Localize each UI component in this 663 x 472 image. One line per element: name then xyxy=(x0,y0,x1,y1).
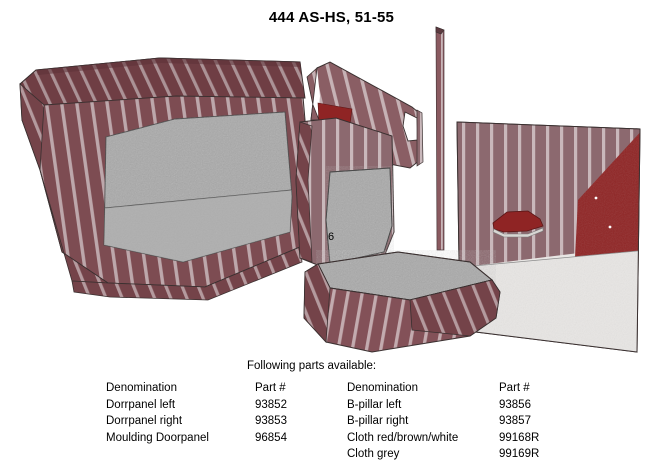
table-row: 93856 xyxy=(499,398,531,411)
right-partnumber-column: Part # 93856 93857 99168R 99169R xyxy=(499,380,579,463)
parts-illustration: 6 xyxy=(19,26,641,353)
column-header: Denomination xyxy=(106,382,177,394)
table-row: B-pillar right xyxy=(347,415,409,427)
page-title: 444 AS-HS, 51-55 xyxy=(268,9,395,26)
table-row: 93853 xyxy=(255,415,287,427)
table-row: Dorrpanel left xyxy=(106,398,176,411)
table-row: 93857 xyxy=(499,415,531,427)
column-header: Part # xyxy=(499,382,530,394)
door-panel-left xyxy=(19,57,306,301)
seat-cushion xyxy=(303,250,501,353)
table-row: 99169R xyxy=(499,448,540,460)
table-row: 93852 xyxy=(255,398,287,411)
table-row: 96854 xyxy=(255,431,287,444)
table-row: B-pillar left xyxy=(347,398,402,411)
illustration-svg xyxy=(19,26,641,353)
table-row: 99168R xyxy=(499,431,540,444)
left-denomination-column: Denomination Dorrpanel left Dorrpanel ri… xyxy=(106,380,256,446)
right-denomination-column: Denomination B-pillar left B-pillar righ… xyxy=(347,380,497,463)
table-row: Moulding Doorpanel xyxy=(106,431,209,444)
b-pillar-post xyxy=(435,26,445,251)
column-header: Part # xyxy=(255,382,286,394)
left-partnumber-column: Part # 93852 93853 96854 xyxy=(255,380,335,446)
seat-back xyxy=(295,117,395,271)
door-panel-right xyxy=(456,121,641,353)
table-row: Cloth grey xyxy=(347,448,400,460)
table-row: Cloth red/brown/white xyxy=(347,431,459,444)
callout-label-6: 6 xyxy=(328,231,335,243)
table-row: Dorrpanel right xyxy=(106,415,183,427)
column-header: Denomination xyxy=(347,382,418,394)
parts-list-heading: Following parts available: xyxy=(247,360,377,372)
parts-list: Following parts available: Denomination … xyxy=(0,358,663,472)
